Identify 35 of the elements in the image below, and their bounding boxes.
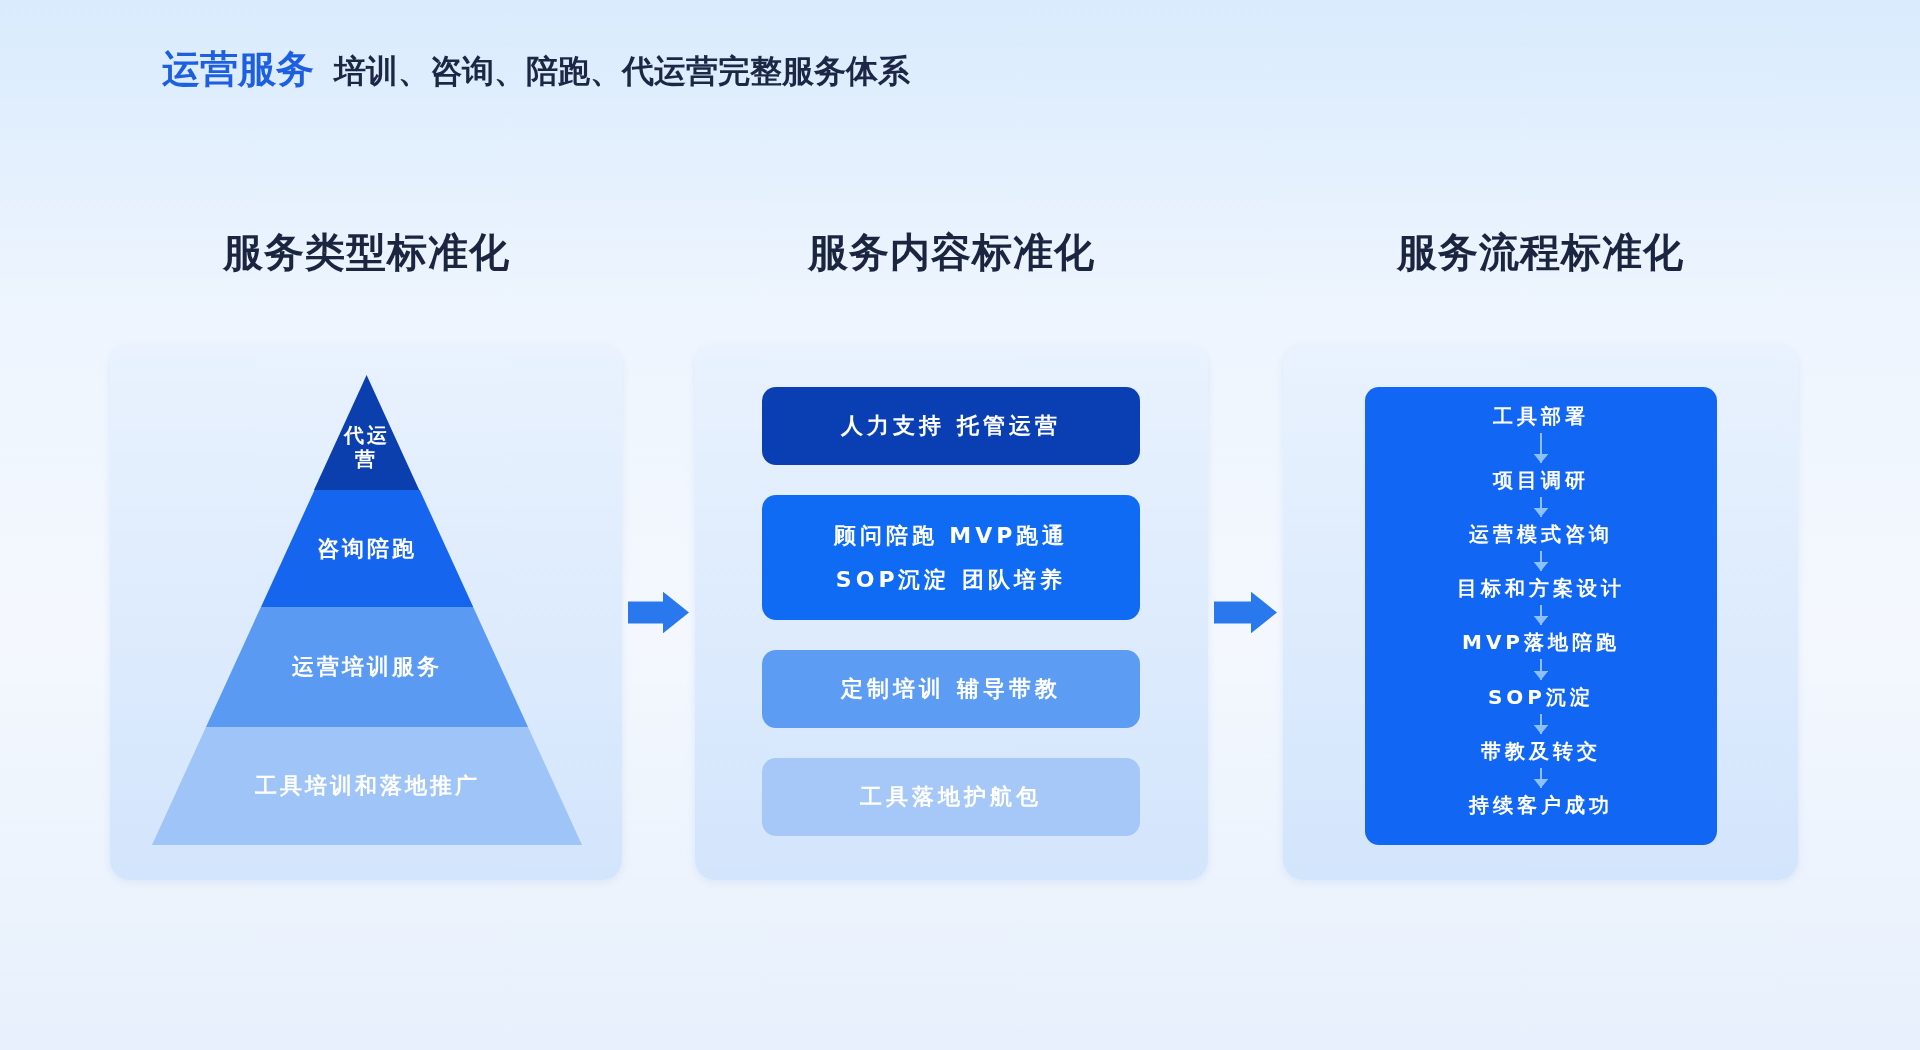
arrow	[1533, 604, 1549, 626]
title: 运营服务	[162, 46, 314, 93]
step-label: 运营模式咨询	[1469, 520, 1613, 548]
subtitle: 培训、咨询、陪跑、代运营完整服务体系	[334, 51, 910, 92]
step-label: 持续客户成功	[1469, 791, 1613, 819]
arrow	[628, 591, 689, 634]
layer-label: 代运营	[344, 423, 390, 471]
step-label: 带教及转交	[1481, 737, 1601, 765]
content-box: 工具落地护航包	[762, 758, 1140, 836]
pyramid-layer	[314, 375, 420, 490]
section-heading: 服务类型标准化	[221, 228, 511, 277]
step-label: 项目调研	[1493, 466, 1589, 494]
layer-label: 工具培训和落地推广	[253, 772, 481, 800]
process-panel	[1365, 387, 1717, 845]
step-label: 工具部署	[1493, 402, 1589, 430]
step-label: MVP落地陪跑	[1462, 628, 1620, 656]
content-box: 顾问陪跑 MVP跑通 SOP沉淀 团队培养	[762, 495, 1140, 620]
step-label: 目标和方案设计	[1457, 574, 1625, 602]
section-heading: 服务内容标准化	[806, 228, 1096, 277]
arrow	[1533, 713, 1549, 735]
content-box: 定制培训 辅导带教	[762, 650, 1140, 728]
pyramid-layer	[152, 727, 582, 845]
layer-label: 运营培训服务	[291, 653, 443, 681]
content-box: 人力支持 托管运营	[762, 387, 1140, 465]
section-heading: 服务流程标准化	[1395, 228, 1685, 277]
arrow	[1533, 432, 1549, 464]
arrow	[1533, 658, 1549, 681]
layer-label: 咨询陪跑	[316, 534, 418, 563]
pyramid-layer	[260, 490, 474, 607]
arrow	[1533, 550, 1549, 572]
arrow	[1533, 496, 1549, 518]
step-label: SOP沉淀	[1487, 683, 1595, 711]
pyramid-layer	[205, 607, 528, 727]
arrow	[1214, 591, 1277, 634]
arrow	[1533, 767, 1549, 789]
